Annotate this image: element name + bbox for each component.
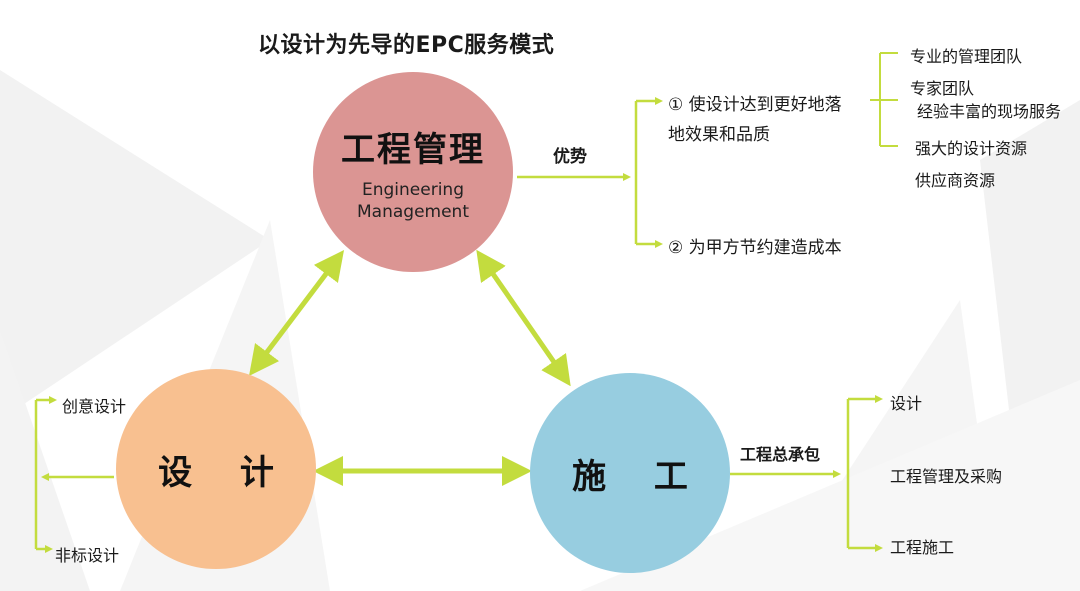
advantage-point-1: ① 使设计达到更好地落 [668, 95, 842, 115]
design-node: 设 计 [116, 369, 316, 569]
advantage-point-2: ② 为甲方节约建造成本 [668, 238, 842, 258]
advantage-point-1-cont: 地效果和品质 [668, 125, 770, 145]
details-bracket [870, 52, 898, 147]
management-node: 工程管理 Engineering Management [313, 72, 513, 272]
advantage-bracket [517, 97, 663, 248]
detail-design-resources: 强大的设计资源 [915, 139, 1028, 158]
construction-node: 施 工 [530, 373, 730, 573]
advantage-label: 优势 [553, 147, 587, 167]
contracting-item-construction: 工程施工 [890, 538, 955, 557]
contracting-item-design: 设计 [890, 394, 923, 413]
contracting-item-procurement: 工程管理及采购 [890, 467, 1003, 486]
design-title: 设 计 [158, 452, 292, 493]
design-branch-nonstandard: 非标设计 [55, 546, 120, 565]
management-title: 工程管理 [341, 129, 485, 170]
design-branch-creative: 创意设计 [62, 397, 127, 416]
detail-supplier-resources: 供应商资源 [915, 171, 996, 190]
detail-expert-team: 专家团队 [910, 79, 975, 98]
detail-field-service: 经验丰富的现场服务 [917, 102, 1062, 121]
arrow-management-construction [476, 249, 571, 387]
management-english: Engineering Management [357, 179, 469, 222]
design-branch-bracket [34, 396, 114, 553]
construction-title: 施 工 [572, 456, 706, 497]
page-title: 以设计为先导的EPC服务模式 [258, 33, 555, 58]
contracting-bracket [730, 395, 883, 552]
arrow-management-design [248, 250, 345, 376]
detail-management-team: 专业的管理团队 [910, 47, 1023, 66]
contracting-label: 工程总承包 [740, 445, 821, 464]
